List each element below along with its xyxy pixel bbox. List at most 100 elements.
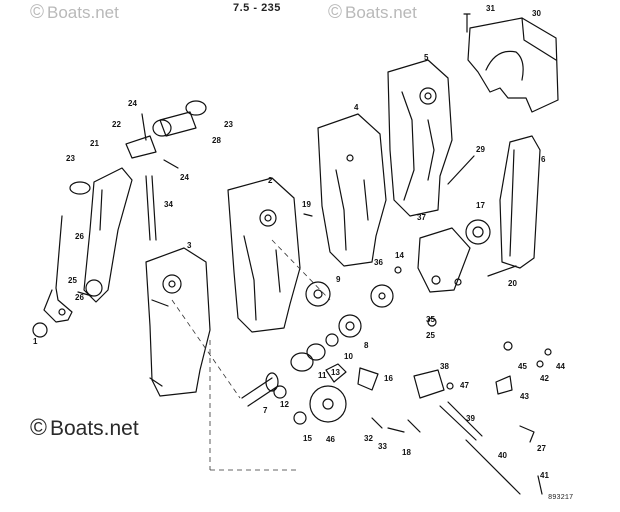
callout-12: 12: [280, 400, 289, 409]
part-18-screw: [407, 419, 421, 433]
part-12-washer: [273, 385, 287, 399]
part-47-nut: [446, 382, 454, 390]
part-25-bolt-left: [77, 291, 93, 297]
callout-19: 19: [302, 200, 311, 209]
callout-16: 16: [384, 374, 393, 383]
callout-21: 21: [90, 139, 99, 148]
part-19-bolt: [303, 213, 313, 217]
part-36-cam: [370, 284, 394, 308]
part-10-washer: [325, 333, 339, 347]
part-2-housing: [227, 177, 301, 333]
callout-43: 43: [520, 392, 529, 401]
callout-26-lower: 26: [75, 293, 84, 302]
part-24-screw-lower: [163, 159, 179, 169]
callout-28: 28: [212, 136, 221, 145]
assembly-line-3: [271, 239, 331, 301]
part-41-end: [537, 475, 543, 495]
part-45-screw: [503, 341, 513, 351]
part-1-washer: [32, 322, 48, 338]
part-4-housing: [317, 113, 387, 267]
callout-35: 35: [426, 315, 435, 324]
callout-14: 14: [395, 251, 404, 260]
part-3-housing: [145, 247, 211, 397]
callout-47: 47: [460, 381, 469, 390]
diagram-title: 7.5 - 235: [233, 2, 281, 14]
callout-36: 36: [374, 258, 383, 267]
callout-24-upper: 24: [128, 99, 137, 108]
callout-38: 38: [440, 362, 449, 371]
callout-34: 34: [164, 200, 173, 209]
callout-11: 11: [318, 371, 327, 380]
callout-8: 8: [364, 341, 369, 350]
part-25-bolt-right: [427, 317, 437, 327]
assembly-line-4: [171, 299, 241, 399]
part-16-latch: [357, 367, 379, 391]
part-23-grip-left: [69, 181, 91, 195]
callout-22: 22: [112, 120, 121, 129]
callout-32: 32: [364, 434, 373, 443]
part-44-nut: [544, 348, 552, 356]
part-22-handle: [125, 135, 157, 159]
callout-4: 4: [354, 103, 359, 112]
part-46-gear: [309, 385, 347, 423]
watermark-top-left: ©Boats.net: [30, 2, 119, 23]
part-43-block: [495, 375, 513, 395]
part-34-rod: [145, 175, 157, 241]
part-37-linkage: [417, 227, 471, 293]
part-31-screw: [463, 13, 471, 33]
part-6-side-plate: [499, 135, 541, 269]
callout-25-right: 25: [426, 331, 435, 340]
watermark-top-right: ©Boats.net: [328, 2, 417, 23]
callout-1: 1: [33, 337, 38, 346]
part-33-spring: [387, 427, 405, 433]
part-26-arm: [43, 215, 73, 323]
callout-40: 40: [498, 451, 507, 460]
callout-labels: 1 2 3 4 5 6 7 8 9 10 11 12 13 14 15 16 1…: [33, 4, 565, 480]
part-17-bushing: [465, 219, 491, 245]
part-24-screw-upper: [141, 113, 147, 141]
callout-6: 6: [541, 155, 546, 164]
callout-46: 46: [326, 435, 335, 444]
callout-10: 10: [344, 352, 353, 361]
part-11-spring: [290, 352, 314, 372]
part-8-gear: [338, 314, 362, 338]
callout-27: 27: [537, 444, 546, 453]
part-32-pin: [371, 417, 383, 429]
callout-13: 13: [331, 368, 340, 377]
callout-44: 44: [556, 362, 565, 371]
part-5-housing: [387, 59, 453, 217]
callout-15: 15: [303, 434, 312, 443]
part-13-clip: [325, 363, 347, 383]
callout-26-upper: 26: [75, 232, 84, 241]
part-29-bolt: [447, 155, 475, 185]
callout-9: 9: [336, 275, 341, 284]
callout-29: 29: [476, 145, 485, 154]
part-14-nut: [394, 266, 402, 274]
part-38-switch: [413, 369, 445, 399]
callout-45: 45: [518, 362, 527, 371]
callout-7: 7: [263, 406, 268, 415]
callout-23-upper: 23: [224, 120, 233, 129]
part-21-lever: [83, 167, 133, 303]
part-9-cam: [305, 281, 331, 307]
part-27-clip: [519, 425, 535, 443]
callout-42: 42: [540, 374, 549, 383]
callout-23-left: 23: [66, 154, 75, 163]
callout-31: 31: [486, 4, 495, 13]
callout-3: 3: [187, 241, 192, 250]
part-28-handle: [159, 111, 197, 137]
callout-30: 30: [532, 9, 541, 18]
callout-17: 17: [476, 201, 485, 210]
callout-41: 41: [540, 471, 549, 480]
watermark-bottom-left: ©Boats.net: [30, 414, 139, 440]
part-15-washer: [293, 411, 307, 425]
part-42-washer: [536, 360, 544, 368]
callout-2: 2: [268, 176, 273, 185]
part-7-shaft: [241, 377, 279, 407]
callout-18: 18: [402, 448, 411, 457]
part-23-grip-upper: [185, 100, 207, 116]
part-39-cables: [439, 401, 483, 441]
part-40-cable: [465, 439, 521, 495]
